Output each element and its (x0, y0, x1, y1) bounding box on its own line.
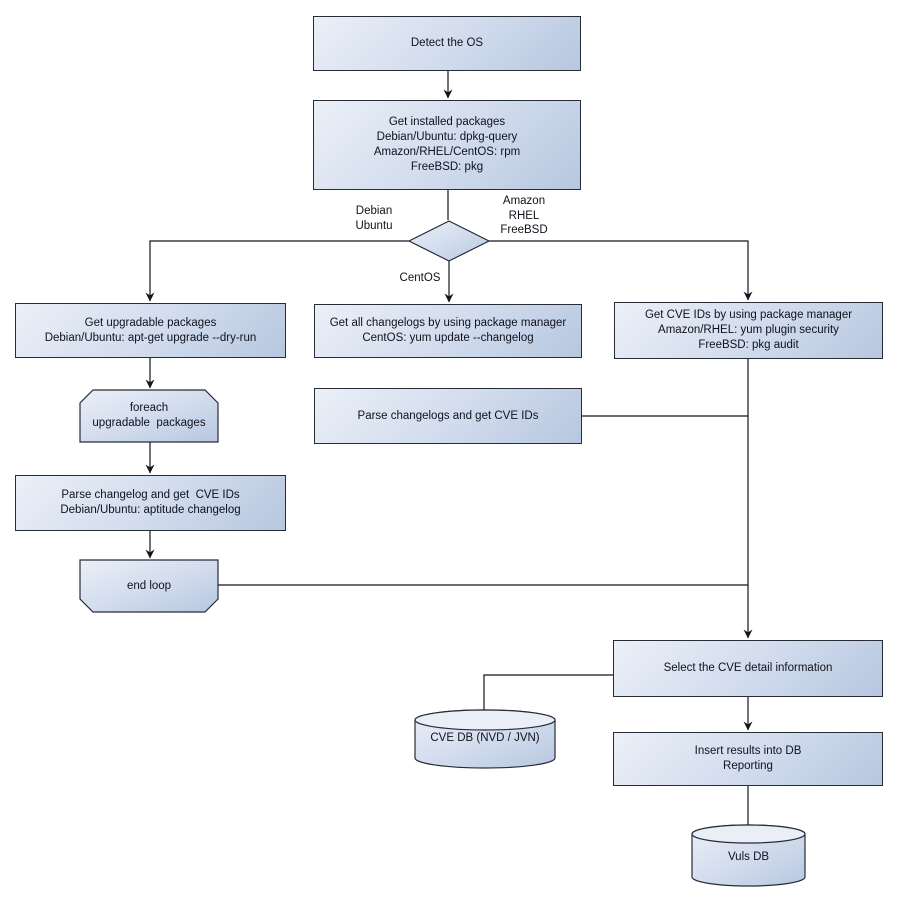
vuls-db-cylinder (691, 824, 806, 887)
node-get-installed-packages: Get installed packages Debian/Ubuntu: dp… (313, 100, 581, 190)
node-get-cve-ids: Get CVE IDs by using package manager Ama… (614, 302, 883, 359)
edge-decision-to-cveids (489, 240, 753, 301)
node-get-all-changelogs: Get all changelogs by using package mana… (314, 304, 582, 358)
branch-label-centos: CentOS (399, 272, 441, 284)
cve-db-top (414, 709, 556, 731)
connectors (145, 71, 753, 825)
node-get-upgradable-packages: Get upgradable packages Debian/Ubuntu: a… (15, 303, 286, 358)
end-loop-shape (79, 559, 219, 613)
node-insert-results: Insert results into DB Reporting (613, 732, 883, 786)
cve-db-cylinder (414, 709, 556, 769)
branch-label-debian-ubuntu: Debian Ubuntu (355, 205, 393, 232)
node-parse-changelog: Parse changelog and get CVE IDs Debian/U… (15, 475, 286, 531)
edge-decision-to-upgradable (145, 240, 409, 302)
foreach-loop-shape (79, 389, 219, 443)
branch-label-amazon-rhel-freebsd: Amazon RHEL FreeBSD (500, 195, 548, 236)
edge-select-to-cvedb (483, 674, 613, 710)
vuls-db-top (691, 824, 806, 844)
node-select-cve-detail: Select the CVE detail information (613, 640, 883, 697)
node-detect-os: Detect the OS (313, 16, 581, 71)
node-parse-changelogs: Parse changelogs and get CVE IDs (314, 388, 582, 444)
os-decision-diamond (407, 220, 491, 262)
